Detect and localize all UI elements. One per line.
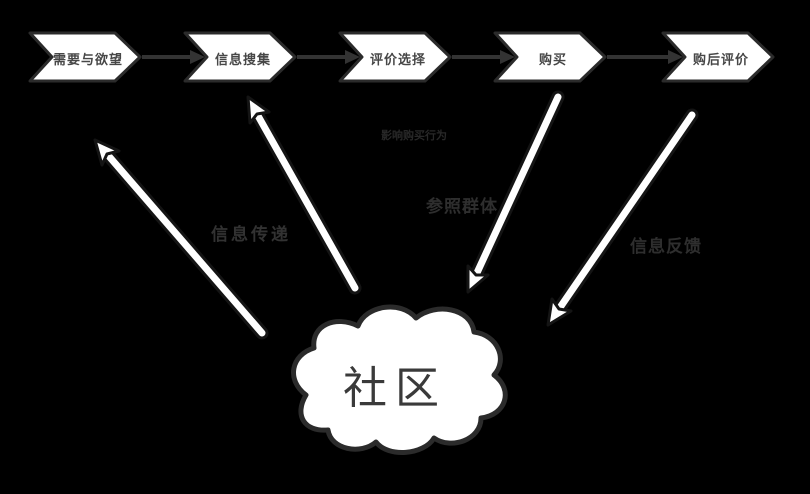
community-cloud-shape (291, 304, 508, 456)
label-reference-group: 参照群体 (426, 197, 498, 217)
connector-arrow-2 (297, 50, 360, 64)
connector-arrow-1 (142, 50, 205, 64)
step-shape-purchase (493, 31, 607, 83)
step-shape-info-search (183, 31, 297, 83)
connector-arrow-3 (452, 50, 515, 64)
step-shape-post-purchase (661, 31, 775, 83)
label-information-transfer: 信息传递 (211, 225, 291, 245)
label-influence-purchase-behavior: 影响购买行为 (381, 129, 447, 142)
arrow-post-purchase-to-community (546, 108, 699, 327)
connector-arrow-4 (607, 50, 683, 64)
arrow-community-to-needs (93, 138, 269, 340)
label-information-feedback: 信息反馈 (630, 237, 702, 257)
step-shape-evaluation (338, 31, 452, 83)
step-shape-needs (28, 31, 142, 83)
arrow-community-to-info-search (246, 95, 362, 295)
arrow-purchase-to-community (466, 90, 565, 294)
